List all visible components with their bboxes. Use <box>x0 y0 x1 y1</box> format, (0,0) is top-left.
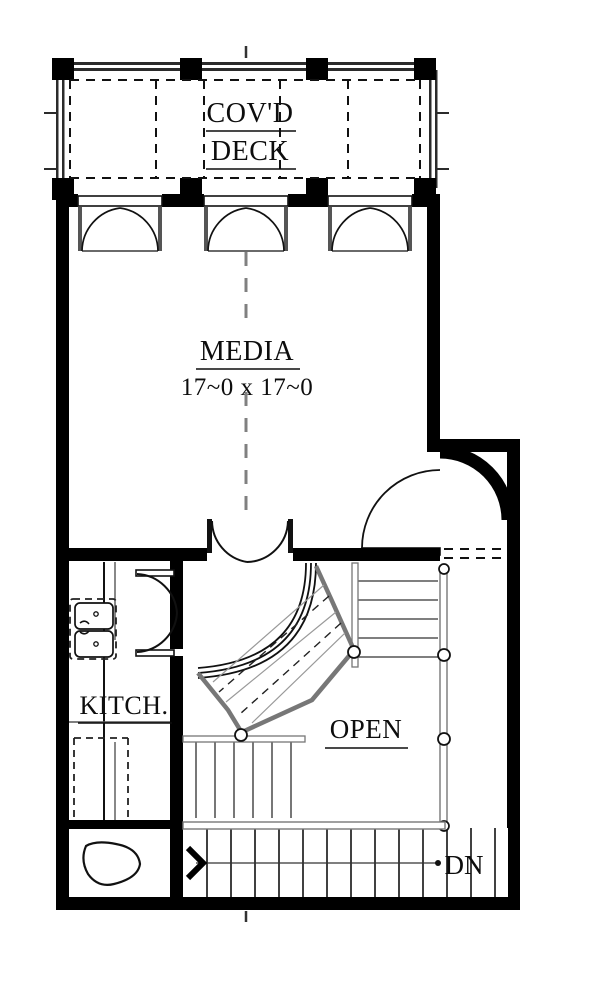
deck-right-rail <box>429 70 449 188</box>
open-area-railing-bottom <box>182 821 446 830</box>
media-room-dimensions: 17~0 x 17~0 <box>181 374 314 401</box>
deck-top-rail <box>52 62 436 71</box>
newel-post-mid-icon <box>437 648 451 662</box>
stair-upper-treads <box>358 580 438 658</box>
winder-tread-lines <box>212 584 346 724</box>
kitchen-base-cabinet-dashed <box>73 737 129 818</box>
winder-dashed-lines <box>218 595 342 715</box>
covd-deck-area: COV'D DECK <box>44 58 449 200</box>
newel-post-lower-icon <box>437 732 451 746</box>
kitchen-sink <box>69 598 117 660</box>
newel-post-top-icon <box>438 563 450 575</box>
stair-left-treads <box>195 742 292 818</box>
covd-deck-label-line2: DECK <box>211 136 289 167</box>
entry-threshold-dashed <box>444 548 506 559</box>
stair-upper-stringer <box>351 562 359 668</box>
toilet-fixture <box>82 841 142 886</box>
curved-stair-railing <box>196 562 361 742</box>
newel-post-left-icon <box>234 728 248 742</box>
deck-doors-group <box>77 195 413 252</box>
faucet-icon <box>79 620 90 625</box>
media-room-area: MEDIA 17~0 x 17~0 <box>77 195 413 520</box>
media-double-door <box>207 519 293 563</box>
open-area-label: OPEN <box>330 714 403 744</box>
stair-lower-run: DN <box>183 828 508 897</box>
media-room-label: MEDIA <box>200 336 295 367</box>
stair-down-arrow-icon <box>185 845 208 881</box>
open-area-railing <box>182 563 451 832</box>
kitchen-label: KITCH. <box>80 691 169 720</box>
sink-drain-lower-icon <box>93 641 99 647</box>
sink-drain-upper-icon <box>93 611 99 617</box>
kitchen-double-door <box>135 569 178 657</box>
deck-door-left <box>77 195 163 252</box>
covd-deck-label-line1: COV'D <box>207 98 294 129</box>
kitchen-area: KITCH. <box>69 562 172 820</box>
deck-left-rail <box>44 70 65 188</box>
deck-door-right <box>327 195 413 252</box>
deck-roof-dashed-outline <box>69 79 421 179</box>
newel-post-winder-icon <box>347 645 361 659</box>
stair-dn-label: DN <box>445 850 484 880</box>
stair-direction-dot <box>435 860 441 866</box>
stair-upper-run <box>351 562 438 668</box>
deck-door-center <box>203 195 289 252</box>
